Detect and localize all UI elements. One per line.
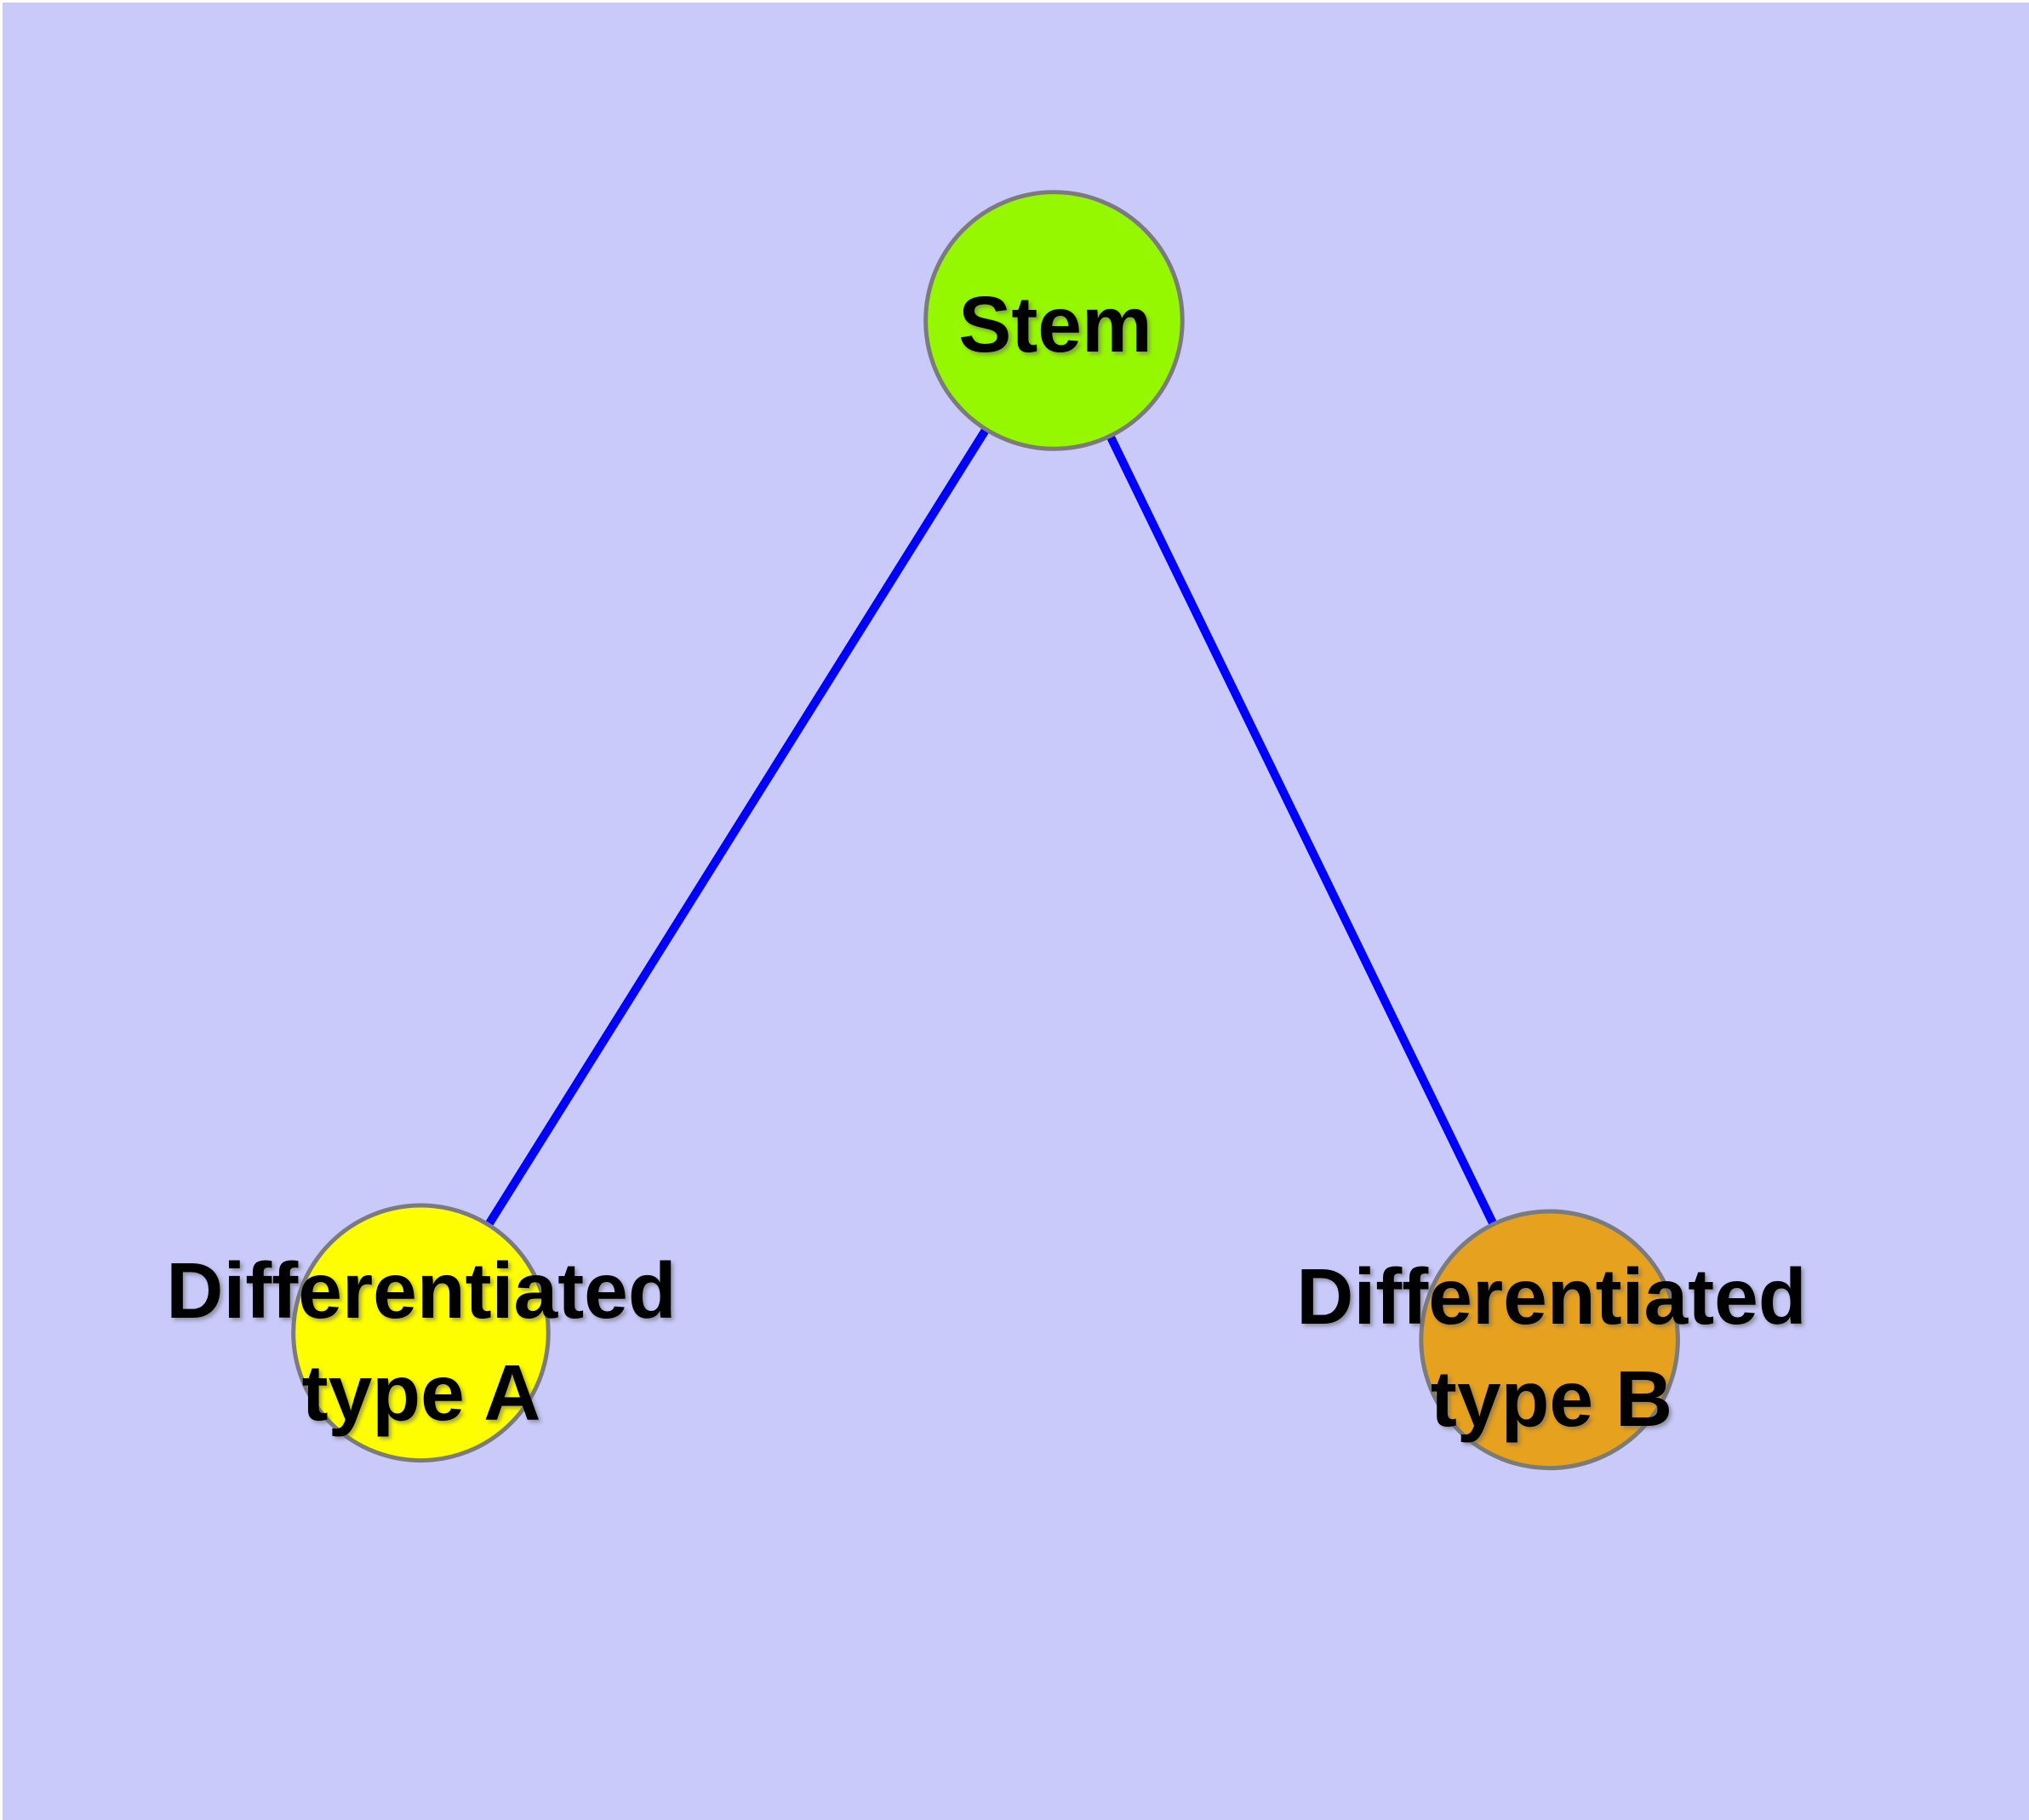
edge-stem-to-type-b [1049,318,1554,1342]
node-type-b-circle [1419,1209,1680,1471]
node-stem-circle [923,190,1185,451]
graph-svg [291,190,1680,1471]
node-type-a-circle [291,1203,551,1463]
edge-stem-to-type-a [417,318,1058,1336]
